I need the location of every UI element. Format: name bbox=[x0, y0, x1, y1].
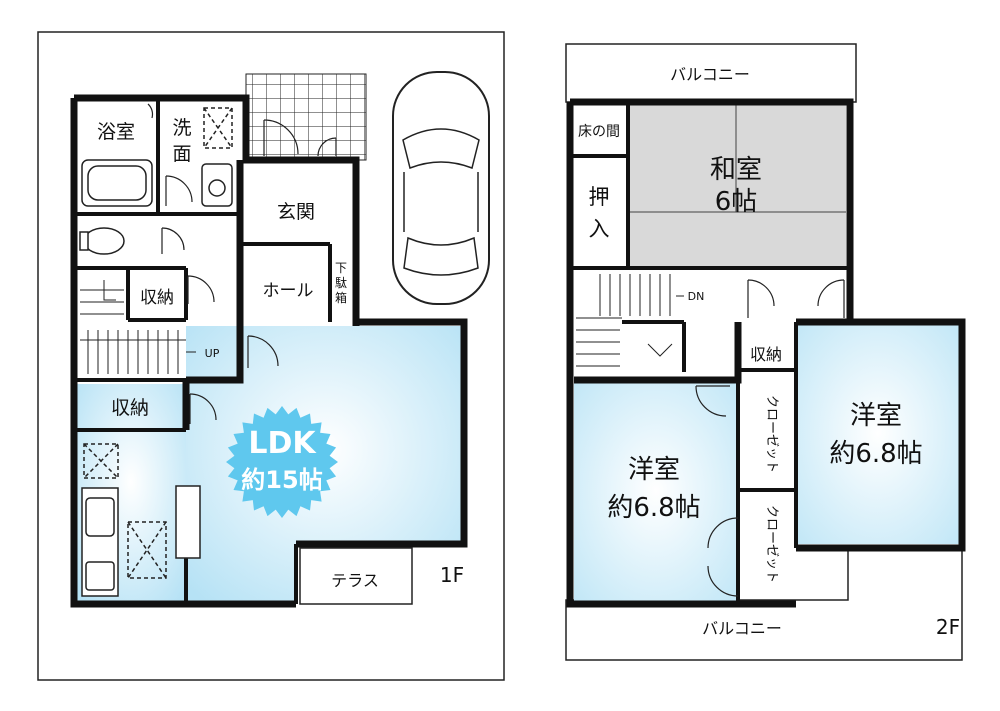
tokonoma-label: 床の間 bbox=[578, 124, 620, 140]
storage-2f-label: 収納 bbox=[750, 345, 782, 364]
shoe-box-label-1: 下 bbox=[335, 261, 347, 275]
western-room-2-floor bbox=[796, 322, 960, 544]
terrace bbox=[299, 547, 413, 605]
western-1-label: 洋室 bbox=[628, 455, 680, 485]
storage-mid-label: 収納 bbox=[111, 397, 149, 419]
shoe-box-label-3: 箱 bbox=[335, 290, 347, 305]
floor-1 bbox=[37, 31, 505, 681]
inner-walls-2f bbox=[570, 102, 850, 604]
closet-2-label: クローゼット bbox=[764, 505, 779, 583]
ldk-badge bbox=[226, 406, 338, 518]
hall-label: ホール bbox=[263, 281, 314, 301]
washitsu-label: 和室 bbox=[710, 155, 762, 185]
western-2-size-label: 約6.8帖 bbox=[829, 439, 922, 469]
porch-tiles bbox=[245, 73, 367, 161]
bath-label: 浴室 bbox=[97, 121, 135, 143]
entrance-label: 玄関 bbox=[277, 201, 315, 223]
western-2-label: 洋室 bbox=[850, 401, 902, 431]
doors-1f bbox=[147, 103, 337, 424]
washitsu-size-label: 6帖 bbox=[715, 187, 758, 217]
floor-2 bbox=[565, 43, 966, 661]
shoe-box-label-2: 駄 bbox=[335, 275, 347, 290]
balcony-top-label: バルコニー bbox=[670, 65, 750, 84]
kitchen-fixtures bbox=[81, 443, 201, 597]
closet-1-label: クローゼット bbox=[764, 395, 779, 473]
oshiire-label-1: 押 bbox=[589, 185, 610, 209]
doors-2f bbox=[695, 279, 845, 597]
western-1-size-label: 約6.8帖 bbox=[607, 493, 700, 523]
ldk-label: LDK bbox=[248, 426, 317, 461]
stairs-1f bbox=[80, 280, 196, 374]
lot-boundary-1f bbox=[37, 31, 505, 681]
car-icon bbox=[392, 71, 490, 305]
wash-label-2: 面 bbox=[172, 143, 191, 165]
bathroom-fixtures bbox=[79, 107, 233, 255]
ldk-size-label: 約15帖 bbox=[241, 466, 322, 494]
stairs-2f bbox=[576, 274, 684, 367]
stairs-up-label: UP bbox=[205, 347, 220, 360]
floor-1-label: 1F bbox=[440, 563, 464, 587]
storage-top-label: 収納 bbox=[140, 288, 174, 308]
floor-2-label: 2F bbox=[936, 615, 960, 639]
balcony-bottom-label: バルコニー bbox=[702, 619, 782, 638]
western-room-1-floor bbox=[574, 380, 738, 602]
balcony-top bbox=[565, 43, 857, 103]
oshiire-label-2: 入 bbox=[589, 217, 610, 241]
wash-label-1: 洗 bbox=[172, 117, 191, 139]
labels: 浴室 洗 面 玄関 ホール 下 駄 箱 収納 収納 UP テラス 1F LDK … bbox=[97, 65, 960, 639]
washitsu-floor bbox=[628, 104, 846, 266]
terrace-label: テラス bbox=[331, 571, 379, 590]
stairs-dn-label: DN bbox=[688, 290, 705, 303]
